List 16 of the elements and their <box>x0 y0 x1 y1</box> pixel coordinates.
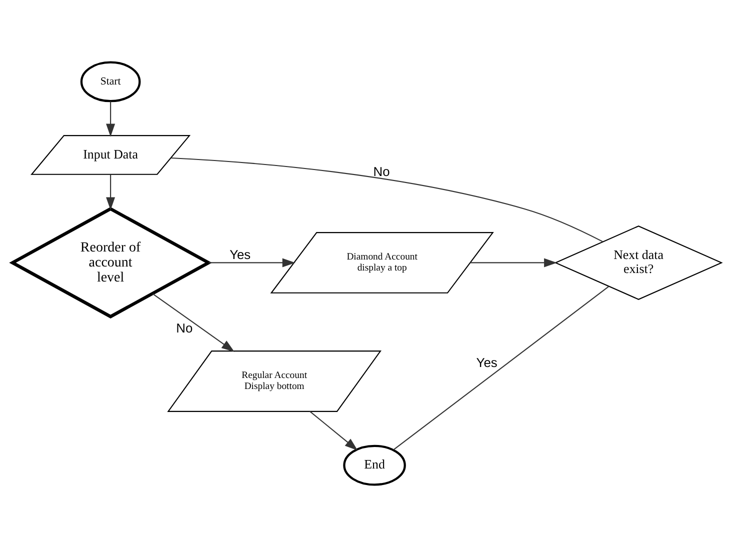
node-ellipse: End <box>343 444 406 486</box>
connector <box>170 157 603 242</box>
arrow <box>310 411 358 450</box>
arrow <box>470 258 557 268</box>
edge-label: No <box>176 320 193 336</box>
connector <box>393 286 610 450</box>
node-diamond: Next data exist? <box>554 226 723 300</box>
arrow <box>152 293 234 352</box>
node-diamond: Reorder of account level <box>9 207 212 318</box>
arrow <box>106 174 116 210</box>
edge-label: No <box>373 164 390 180</box>
arrow <box>208 258 296 268</box>
node-ellipse: Start <box>80 61 141 102</box>
edge-label: Yes <box>476 355 498 370</box>
arrow <box>106 101 116 137</box>
edge-label: Yes <box>230 247 251 262</box>
